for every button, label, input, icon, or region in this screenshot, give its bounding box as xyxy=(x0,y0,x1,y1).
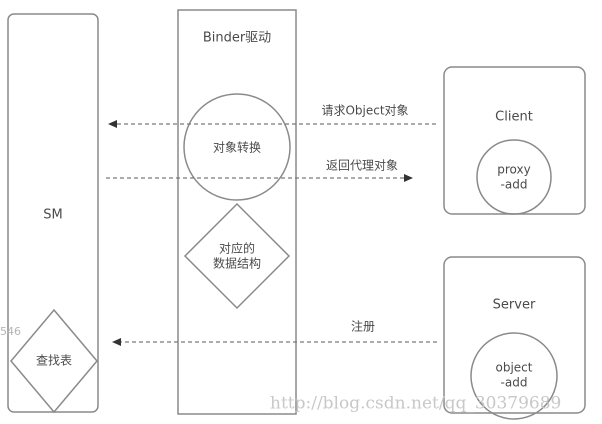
edge-number-fragment: 546 xyxy=(0,325,21,338)
sm-label: SM xyxy=(43,208,62,223)
edge-register-label: 注册 xyxy=(351,319,375,334)
client-label: Client xyxy=(495,110,533,125)
edge-return-proxy-label: 返回代理对象 xyxy=(326,159,398,173)
sm-box xyxy=(7,13,99,413)
client-node: Client proxy -add xyxy=(443,66,586,215)
arrow-left-icon xyxy=(108,120,117,128)
arrow-left-icon xyxy=(112,338,121,346)
binder-node: Binder驱动 对象转换 对应的 数据结构 xyxy=(177,9,297,415)
data-structure-label-line2: 数据结构 xyxy=(213,256,261,271)
server-node: Server object -add xyxy=(443,256,586,420)
object-convert-label: 对象转换 xyxy=(213,140,261,155)
binder-box xyxy=(177,9,297,415)
edge-return-proxy: 返回代理对象 xyxy=(106,159,413,182)
data-structure-label-line1: 对应的 xyxy=(219,241,255,256)
watermark: http://blog.csdn.net/qq_30379689 xyxy=(270,394,561,414)
object-add-label-line2: -add xyxy=(501,376,528,390)
edge-request-object-label: 请求Object对象 xyxy=(321,104,408,118)
edge-register: 注册 xyxy=(112,319,437,346)
edge-request-object: 请求Object对象 xyxy=(108,104,436,128)
object-add-circle xyxy=(470,332,558,420)
server-label: Server xyxy=(493,298,536,313)
proxy-add-circle xyxy=(476,139,552,215)
proxy-add-label-line2: -add xyxy=(501,178,528,192)
object-convert-circle xyxy=(183,93,291,201)
lookup-table-label: 查找表 xyxy=(36,354,72,368)
proxy-add-label-line1: proxy xyxy=(497,163,530,177)
binder-label: Binder驱动 xyxy=(203,31,271,46)
lookup-table-diamond xyxy=(10,308,98,414)
server-box xyxy=(443,256,586,414)
sm-node: SM 查找表 xyxy=(7,13,99,414)
object-add-label-line1: object xyxy=(496,361,533,375)
arrow-right-icon xyxy=(404,174,413,182)
data-structure-diamond xyxy=(183,202,291,310)
